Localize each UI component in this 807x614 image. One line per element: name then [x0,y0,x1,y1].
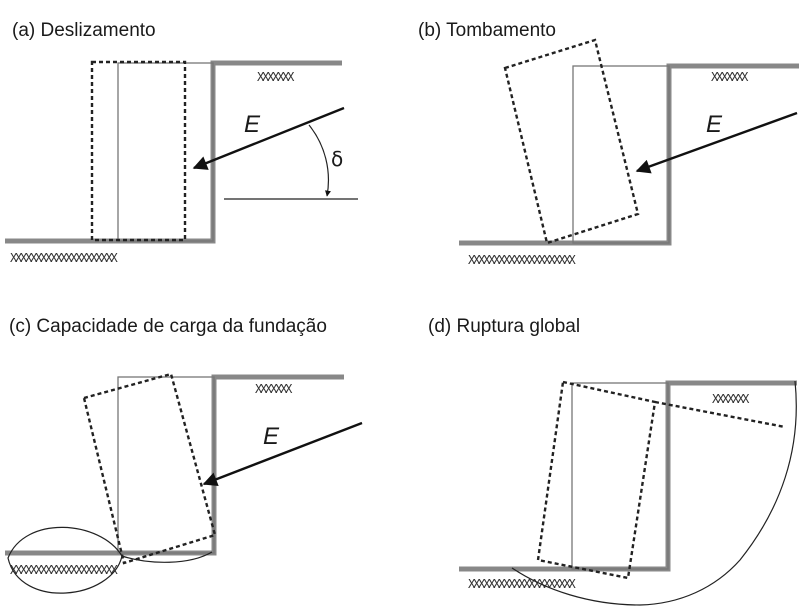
panel-a-force-label: E [244,111,261,138]
panel-d-title: (d) Ruptura global [428,316,580,337]
panel-c-title: (c) Capacidade de carga da fundação [9,316,327,337]
panel-c-backfill-hatch: XXXXXXX [255,382,293,396]
panel-b-thrust-arrow [635,111,798,174]
panel-b-backfill-hatch: XXXXXXX [711,70,749,84]
panel-a-displaced-wall [90,60,187,242]
panel-d-foundation-hatch: XXXXXXXXXXXXXXXXXXXXX [468,577,576,591]
panel-b-force-label: E [706,111,723,138]
panel-b-rotated-wall [503,38,640,245]
panel-d-global-slip-surface [511,380,797,606]
panel-c-ground-line [5,374,344,556]
panel-b-title: (b) Tombamento [418,20,556,41]
panel-a: (a) Deslizamento XXXXXXX XXXXXXXXXXXXXXX… [5,20,358,265]
panel-b-wall [572,65,670,244]
panel-a-thrust-arrow [192,106,345,170]
panel-a-angle-arc [308,124,331,197]
panel-c-force-label: E [263,423,280,450]
panel-a-ground-line [5,60,342,244]
panel-a-foundation-hatch: XXXXXXXXXXXXXXXXXXXXX [10,251,118,265]
panel-a-wall [117,62,214,242]
panel-c-bearing-failure-bulb [7,526,123,594]
panel-d-sliding-wedge-line [654,400,786,429]
panel-c-heave-line [121,551,213,563]
panel-c-tilted-wall [82,372,217,565]
panel-d: (d) Ruptura global XXXXXXX XXXXXXXXXXXXX… [428,316,797,606]
panel-c-foundation-hatch: XXXXXXXXXXXXXXXXXXXXX [10,563,118,577]
panel-c-thrust-arrow [202,421,363,487]
panel-a-title: (a) Deslizamento [12,20,156,41]
panel-d-ground-line [459,380,797,572]
panel-a-angle-label: δ [331,147,343,171]
panel-b-foundation-hatch: XXXXXXXXXXXXXXXXXXXXX [468,253,576,267]
panel-c: (c) Capacidade de carga da fundação XXXX… [5,316,363,594]
panel-d-wall [571,382,669,570]
panel-a-backfill-hatch: XXXXXXX [257,70,295,84]
panel-d-backfill-hatch: XXXXXXX [712,392,750,406]
panel-d-displaced-wall [536,380,657,580]
panel-b: (b) Tombamento XXXXXXX XXXXXXXXXXXXXXXXX… [418,20,799,267]
panel-c-wall [117,376,215,554]
